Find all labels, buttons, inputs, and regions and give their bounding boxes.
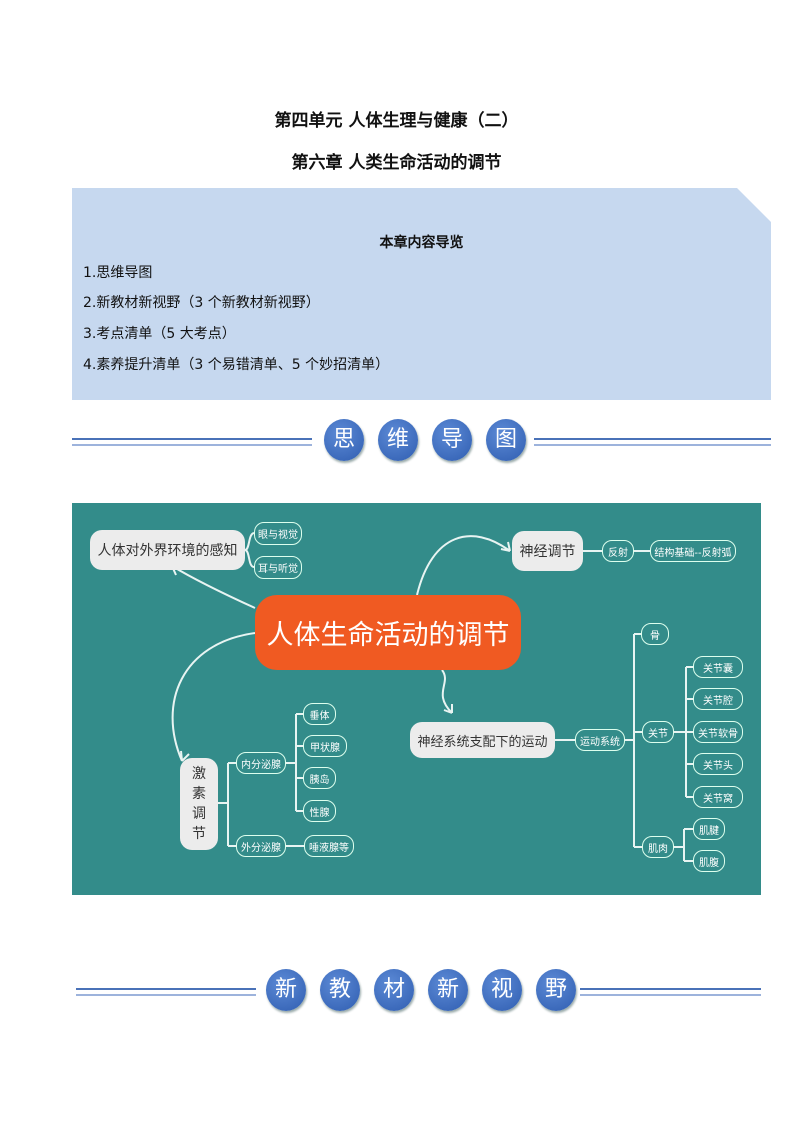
node-salivary: 唾液腺等: [304, 835, 354, 857]
node-motion: 神经系统支配下的运动: [410, 722, 555, 758]
node-exocrine: 外分泌腺: [236, 835, 286, 857]
node-nerve-regulation: 神经调节: [512, 531, 583, 571]
banner-char: 导: [432, 419, 472, 461]
unit-title: 第四单元 人体生理与健康（二）: [274, 111, 519, 131]
node-motor-system: 运动系统: [575, 729, 625, 751]
node-muscle-part: 肌腹: [693, 850, 725, 872]
node-reflex: 反射: [602, 540, 634, 562]
node-perception: 人体对外界环境的感知: [90, 530, 245, 570]
node-gland: 垂体: [303, 703, 336, 725]
mind-map-connectors: [171, 532, 693, 862]
node-muscle: 肌肉: [642, 836, 674, 858]
node-joint-part: 关节囊: [693, 656, 743, 678]
node-eye-vision: 眼与视觉: [254, 522, 302, 545]
divider: [76, 988, 256, 996]
mind-map: 人体对外界环境的感知 眼与视觉 耳与听觉 神经调节 反射 结构基础--反射弧 人…: [72, 503, 761, 895]
node-joint-part: 关节头: [693, 753, 743, 775]
node-center: 人体生命活动的调节: [255, 595, 521, 670]
section-banner-mindmap: 思 维 导 图: [72, 416, 771, 466]
guide-item: 4.素养提升清单（3 个易错清单、5 个妙招清单）: [83, 357, 390, 373]
banner-char: 材: [374, 969, 414, 1011]
node-joint-part: 关节腔: [693, 688, 743, 710]
node-gland: 性腺: [303, 800, 336, 822]
node-hormone: 激素调节: [180, 758, 218, 850]
node-reflex-arc: 结构基础--反射弧: [650, 540, 736, 562]
banner-char: 思: [324, 419, 364, 461]
node-muscle-part: 肌腱: [693, 818, 725, 840]
divider: [72, 438, 312, 446]
node-gland: 甲状腺: [303, 735, 347, 757]
banner-char: 教: [320, 969, 360, 1011]
node-ear-hearing: 耳与听觉: [254, 556, 302, 579]
node-gland: 胰岛: [303, 767, 336, 789]
banner-char: 维: [378, 419, 418, 461]
divider: [580, 988, 761, 996]
chapter-title: 第六章 人类生命活动的调节: [291, 153, 502, 173]
node-bone: 骨: [641, 623, 669, 645]
node-joint-part: 关节窝: [693, 786, 743, 808]
guide-item: 3.考点清单（5 大考点）: [83, 326, 236, 342]
banner-char: 视: [482, 969, 522, 1011]
banner-char: 新: [428, 969, 468, 1011]
banner-char: 新: [266, 969, 306, 1011]
chapter-guide-box: 本章内容导览 1.思维导图 2.新教材新视野（3 个新教材新视野） 3.考点清单…: [72, 188, 771, 400]
section-banner-new-textbook: 新 教 材 新 视 野: [72, 966, 771, 1016]
divider: [534, 438, 771, 446]
guide-item: 1.思维导图: [83, 265, 153, 281]
node-endocrine: 内分泌腺: [236, 752, 286, 774]
banner-char: 图: [486, 419, 526, 461]
guide-item: 2.新教材新视野（3 个新教材新视野）: [83, 295, 320, 311]
guide-heading: 本章内容导览: [379, 235, 464, 251]
node-joint-part: 关节软骨: [693, 721, 743, 743]
banner-char: 野: [536, 969, 576, 1011]
node-joint: 关节: [642, 721, 674, 743]
